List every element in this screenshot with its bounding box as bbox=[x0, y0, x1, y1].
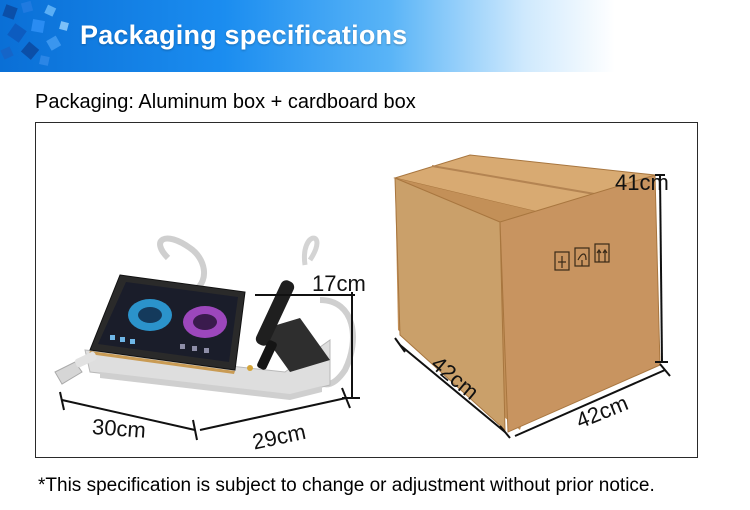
product-frame bbox=[35, 122, 698, 458]
page-title: Packaging specifications bbox=[80, 20, 408, 50]
device-illustration bbox=[54, 235, 356, 400]
cable bbox=[301, 235, 320, 266]
device-width-label: 30cm bbox=[91, 414, 146, 443]
cardboard-box bbox=[393, 154, 661, 433]
handpiece bbox=[247, 280, 295, 371]
box-dimension-lines bbox=[394, 174, 671, 439]
fragile-icons bbox=[554, 243, 610, 271]
box-front-face bbox=[394, 177, 506, 432]
mosaic-decoration bbox=[0, 0, 69, 66]
cable bbox=[157, 235, 207, 293]
device-depth-label: 29cm bbox=[250, 419, 308, 455]
packaging-description: Packaging: Aluminum box + cardboard box bbox=[35, 91, 416, 113]
disclaimer-note: *This specification is subject to change… bbox=[38, 475, 655, 496]
box-height-label: 41cm bbox=[615, 170, 669, 195]
device-stand bbox=[260, 318, 330, 372]
device-dimension-lines bbox=[59, 292, 360, 441]
device-height-label: 17cm bbox=[312, 271, 366, 296]
header-banner: Packaging specifications bbox=[0, 0, 750, 72]
